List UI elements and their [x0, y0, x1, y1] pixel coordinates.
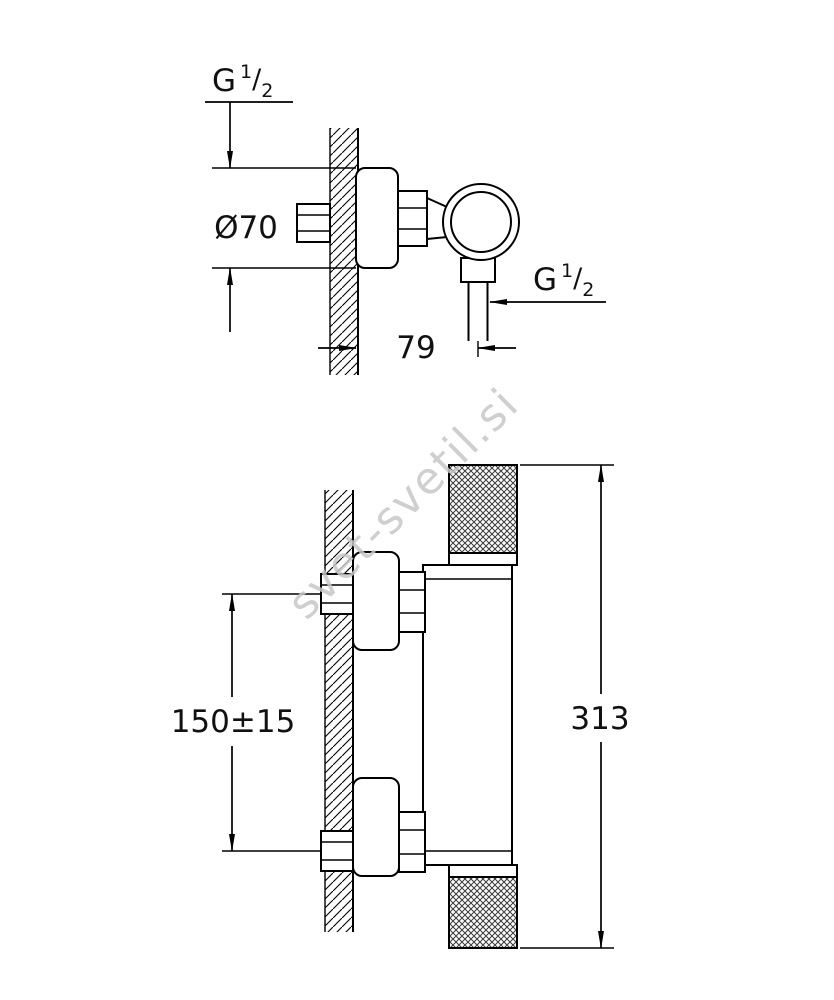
top-knurled-handle — [448, 464, 518, 554]
hex-nut — [397, 190, 428, 247]
bottom-supply-union — [320, 830, 354, 872]
taper-line — [426, 236, 448, 240]
overall-height-label: 313 — [570, 701, 629, 737]
diameter-label: Ø70 — [214, 210, 278, 246]
valve-head-outer — [442, 183, 520, 261]
bottom-handle-collar — [448, 864, 518, 878]
front-view: 150±15 313 — [171, 464, 630, 949]
wall-offset-label: 79 — [396, 330, 435, 366]
taper-line — [426, 197, 448, 208]
bottom-hex-nut — [398, 811, 426, 873]
wall-hatch-top-view — [330, 128, 358, 375]
top-hex-nut — [398, 571, 426, 633]
outlet-nut — [460, 257, 496, 283]
connection-spacing-label: 150±15 — [171, 704, 296, 740]
valve-head-inner — [450, 191, 512, 253]
top-handle-collar — [448, 552, 518, 566]
bottom-knurled-handle — [448, 876, 518, 949]
wall-escutcheon — [355, 167, 399, 269]
mixer-body — [422, 564, 513, 866]
supply-union-nut — [296, 203, 331, 243]
bottom-escutcheon — [352, 777, 400, 877]
